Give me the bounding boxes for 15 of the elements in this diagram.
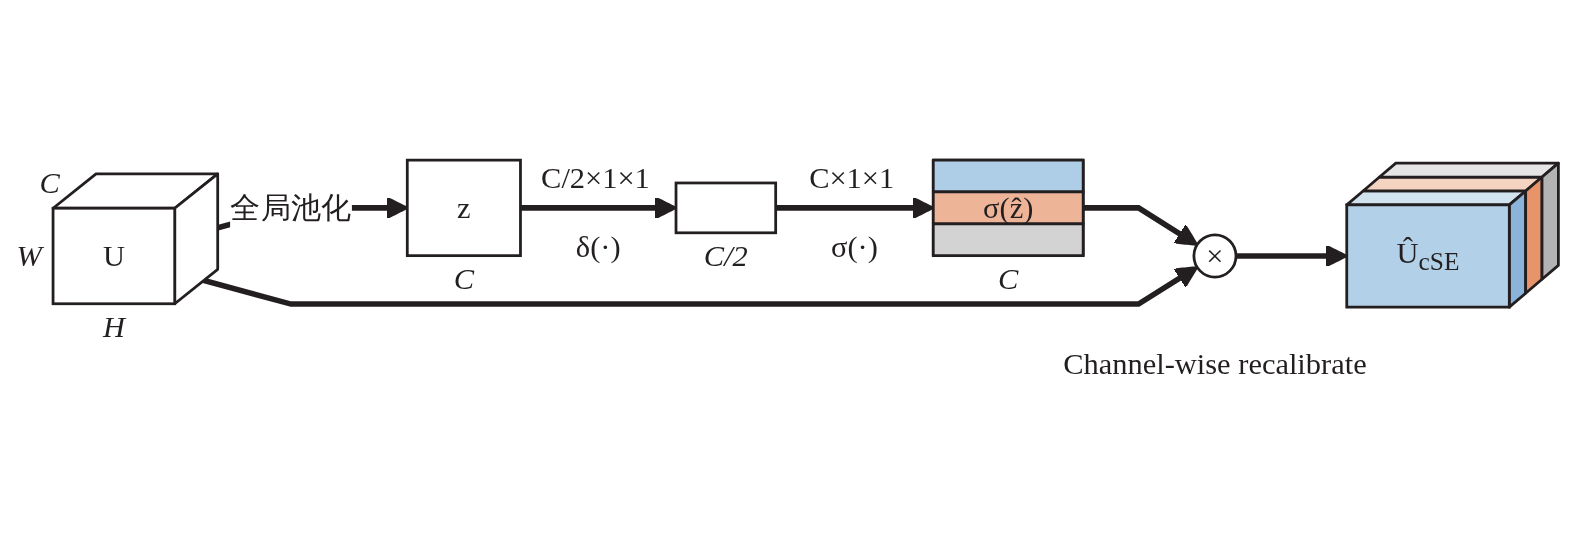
edge-label: δ(·) xyxy=(575,229,621,264)
dimension-label: C xyxy=(998,261,1019,296)
edge-label: 全局池化 xyxy=(230,190,352,226)
dimension-label: C/2×1×1 xyxy=(541,161,650,196)
node-box: z xyxy=(405,158,522,258)
dimension-label: C/2 xyxy=(703,239,748,274)
node-box xyxy=(674,181,778,235)
dimension-label: W xyxy=(16,238,42,273)
caption-text: Channel-wise recalibrate xyxy=(1063,346,1367,381)
node-circle: × xyxy=(1192,233,1238,279)
dimension-label: H xyxy=(102,309,125,344)
edge-label: σ(·) xyxy=(831,229,878,264)
arrow xyxy=(1083,205,1199,246)
dimension-label: C×1×1 xyxy=(809,161,895,196)
dimension-label: C xyxy=(453,261,475,296)
